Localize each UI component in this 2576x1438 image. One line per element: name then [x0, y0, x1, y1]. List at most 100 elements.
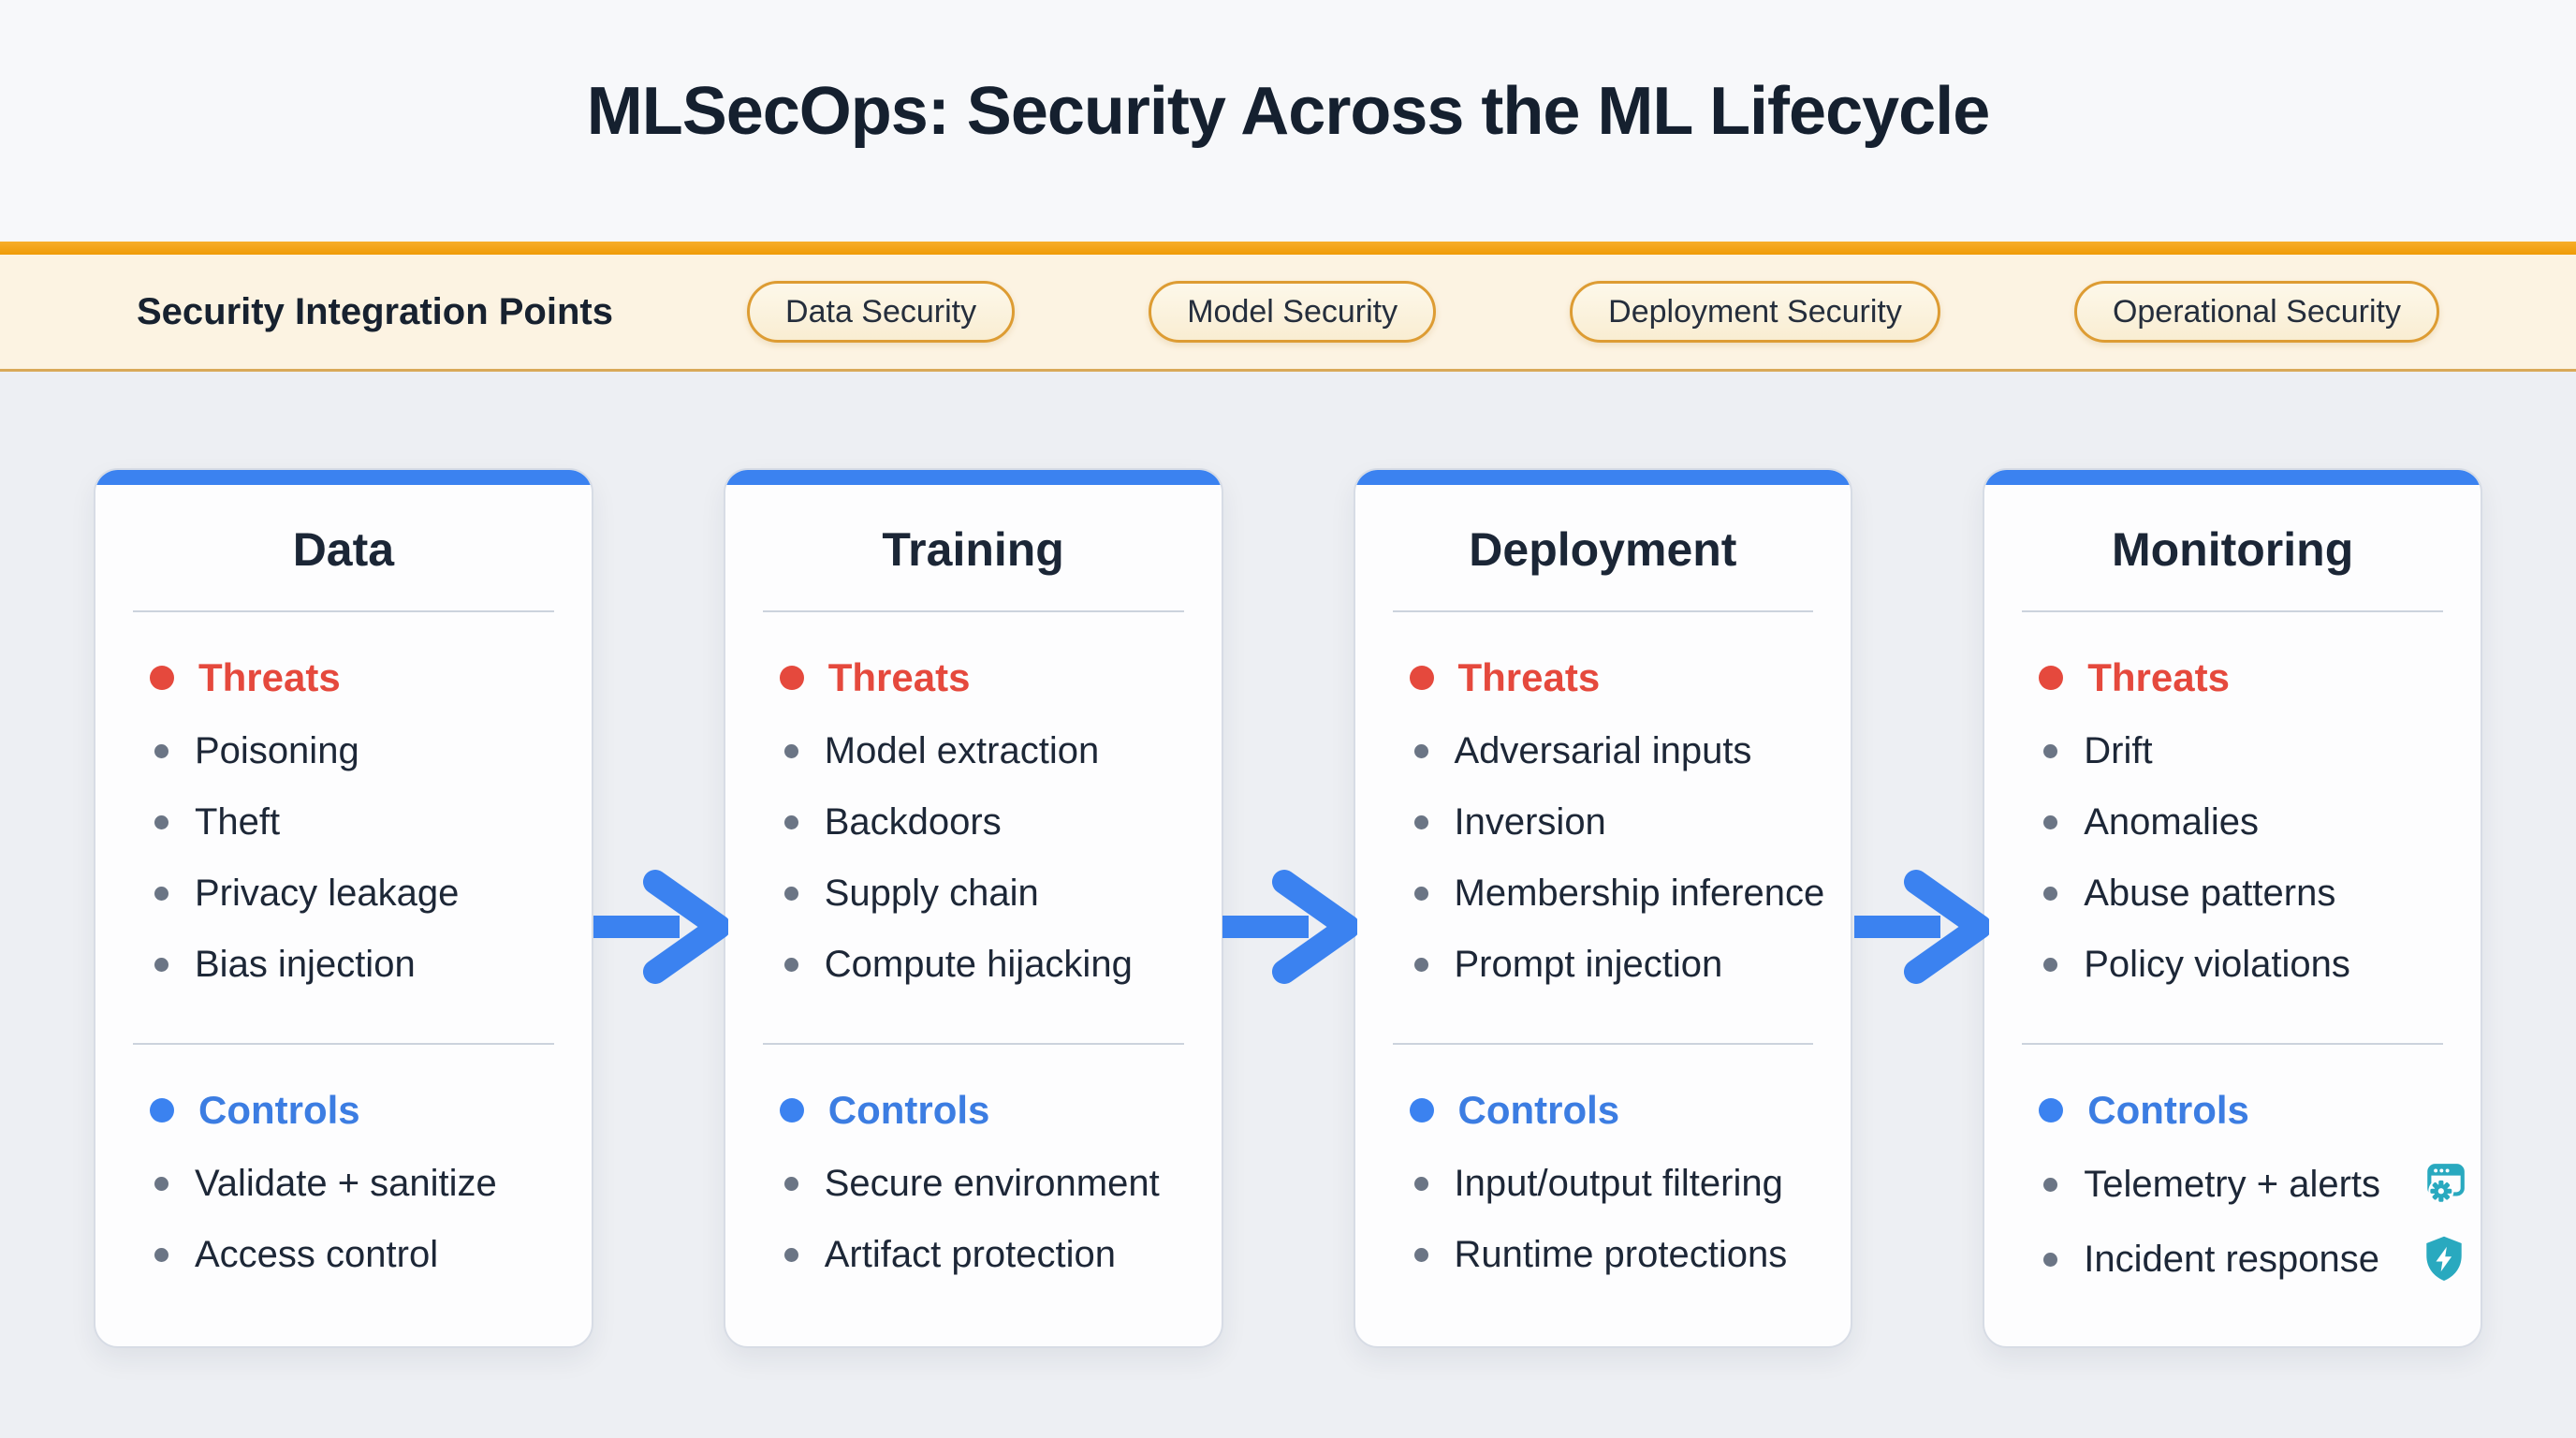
stage-card-deployment: Deployment Threats Adversarial inputs In…	[1353, 468, 1853, 1348]
threats-label: Threats	[198, 655, 341, 699]
threat-item: Anomalies	[2039, 800, 2426, 844]
lifecycle-cards: Data Threats Poisoning Theft Privacy lea…	[94, 468, 2482, 1348]
controls-label: Controls	[1457, 1088, 1620, 1132]
threat-item-label: Model extraction	[824, 730, 1100, 771]
controls-bullet-icon	[2039, 1098, 2064, 1123]
bullet-icon	[1413, 743, 1428, 758]
threat-item-label: Adversarial inputs	[1454, 730, 1752, 771]
header-area	[0, 0, 2576, 242]
shield-bolt-icon	[2421, 1234, 2467, 1284]
control-item: Input/output filtering	[1410, 1161, 1797, 1206]
integration-bar: Security Integration Points Data Securit…	[0, 242, 2576, 372]
bullet-icon	[783, 957, 798, 972]
threats-label: Threats	[2087, 655, 2230, 699]
threat-item-label: Backdoors	[824, 801, 1002, 843]
bullet-icon	[783, 886, 798, 901]
threat-item-label: Prompt injection	[1454, 944, 1723, 985]
controls-bullet-icon	[150, 1098, 174, 1123]
bullet-icon	[2043, 1177, 2058, 1192]
controls-label: Controls	[827, 1088, 990, 1132]
threat-item-label: Supply chain	[824, 873, 1039, 914]
threats-bullet-icon	[2039, 666, 2064, 690]
bullet-icon	[1413, 957, 1428, 972]
bullet-icon	[1413, 814, 1428, 829]
card-accent-bar	[724, 470, 1222, 485]
control-item-label: Artifact protection	[824, 1234, 1116, 1275]
control-item-label: Incident response	[2084, 1239, 2380, 1280]
bullet-icon	[154, 886, 168, 901]
control-item: Validate + sanitize	[150, 1161, 537, 1206]
threat-item-label: Privacy leakage	[195, 873, 460, 914]
threats-header: Threats	[2039, 653, 2426, 702]
controls-header: Controls	[1409, 1086, 1797, 1135]
control-item: Runtime protections	[1410, 1232, 1797, 1277]
threat-item-label: Poisoning	[195, 730, 359, 771]
threat-item: Backdoors	[780, 800, 1167, 844]
browser-gear-icon	[2422, 1161, 2468, 1208]
control-item: Artifact protection	[780, 1232, 1167, 1277]
threats-list: Adversarial inputs Inversion Membership …	[1410, 728, 1824, 987]
threats-label: Threats	[1457, 655, 1601, 699]
threat-item: Inversion	[1410, 800, 1797, 844]
threats-header: Threats	[1409, 653, 1797, 702]
bullet-icon	[783, 743, 798, 758]
bullet-icon	[1413, 886, 1428, 901]
threat-item: Abuse patterns	[2039, 871, 2426, 916]
control-item: Access control	[150, 1232, 537, 1277]
flow-arrow-icon	[1849, 869, 1992, 985]
threats-bullet-icon	[779, 666, 804, 690]
threat-item-label: Policy violations	[2084, 944, 2350, 985]
stage-card-data: Data Threats Poisoning Theft Privacy lea…	[94, 468, 593, 1348]
threat-item-label: Drift	[2084, 730, 2153, 771]
section-divider	[762, 1043, 1184, 1045]
bullet-icon	[2043, 886, 2058, 901]
bullet-icon	[154, 1176, 168, 1191]
integration-label: Security Integration Points	[137, 290, 613, 332]
bullet-icon	[2043, 743, 2058, 758]
controls-header: Controls	[2039, 1086, 2426, 1135]
flow-arrow-icon	[588, 869, 731, 985]
bullet-icon	[1413, 1247, 1428, 1262]
page-title: MLSecOps: Security Across the ML Lifecyc…	[586, 74, 1991, 149]
controls-label: Controls	[2087, 1088, 2249, 1132]
bullet-icon	[154, 957, 168, 972]
bullet-icon	[1413, 1176, 1428, 1191]
threats-list: Model extraction Backdoors Supply chain …	[780, 728, 1167, 987]
controls-list: Secure environment Artifact protection	[780, 1161, 1167, 1277]
pill-deployment-security: Deployment Security	[1570, 281, 1940, 343]
threat-item-label: Compute hijacking	[824, 944, 1133, 985]
stage-card-training: Training Threats Model extraction Backdo…	[723, 468, 1223, 1348]
controls-label: Controls	[198, 1088, 360, 1132]
threat-item: Policy violations	[2039, 942, 2426, 987]
threat-item-label: Membership inference	[1454, 873, 1825, 914]
bullet-icon	[783, 1176, 798, 1191]
threat-item: Drift	[2039, 728, 2426, 773]
bullet-icon	[2043, 957, 2058, 972]
controls-list: Telemetry + alerts	[2039, 1161, 2465, 1284]
threat-item-label: Inversion	[1454, 801, 1606, 843]
threat-item: Poisoning	[150, 728, 537, 773]
bullet-icon	[783, 1247, 798, 1262]
section-divider	[1392, 1043, 1814, 1045]
section-divider	[2022, 610, 2443, 612]
threats-bullet-icon	[1409, 666, 1434, 690]
stage-title: Training	[882, 523, 1064, 576]
integration-bar-bottom-line	[0, 369, 2576, 372]
pill-model-security: Model Security	[1149, 281, 1437, 343]
threat-item: Membership inference	[1410, 871, 1824, 916]
control-item: Secure environment	[780, 1161, 1167, 1206]
threat-item: Model extraction	[780, 728, 1167, 773]
section-divider	[762, 610, 1184, 612]
bullet-icon	[2043, 814, 2058, 829]
section-divider	[133, 1043, 554, 1045]
threat-item: Adversarial inputs	[1410, 728, 1797, 773]
stage-title: Data	[292, 523, 395, 576]
threats-list: Poisoning Theft Privacy leakage Bias inj…	[150, 728, 537, 987]
control-item-label: Validate + sanitize	[195, 1163, 497, 1204]
control-item: Incident response	[2039, 1234, 2462, 1284]
controls-list: Validate + sanitize Access control	[150, 1161, 537, 1277]
threats-header: Threats	[779, 653, 1167, 702]
pill-operational-security: Operational Security	[2073, 281, 2439, 343]
threat-item-label: Anomalies	[2084, 801, 2260, 843]
controls-bullet-icon	[779, 1098, 804, 1123]
